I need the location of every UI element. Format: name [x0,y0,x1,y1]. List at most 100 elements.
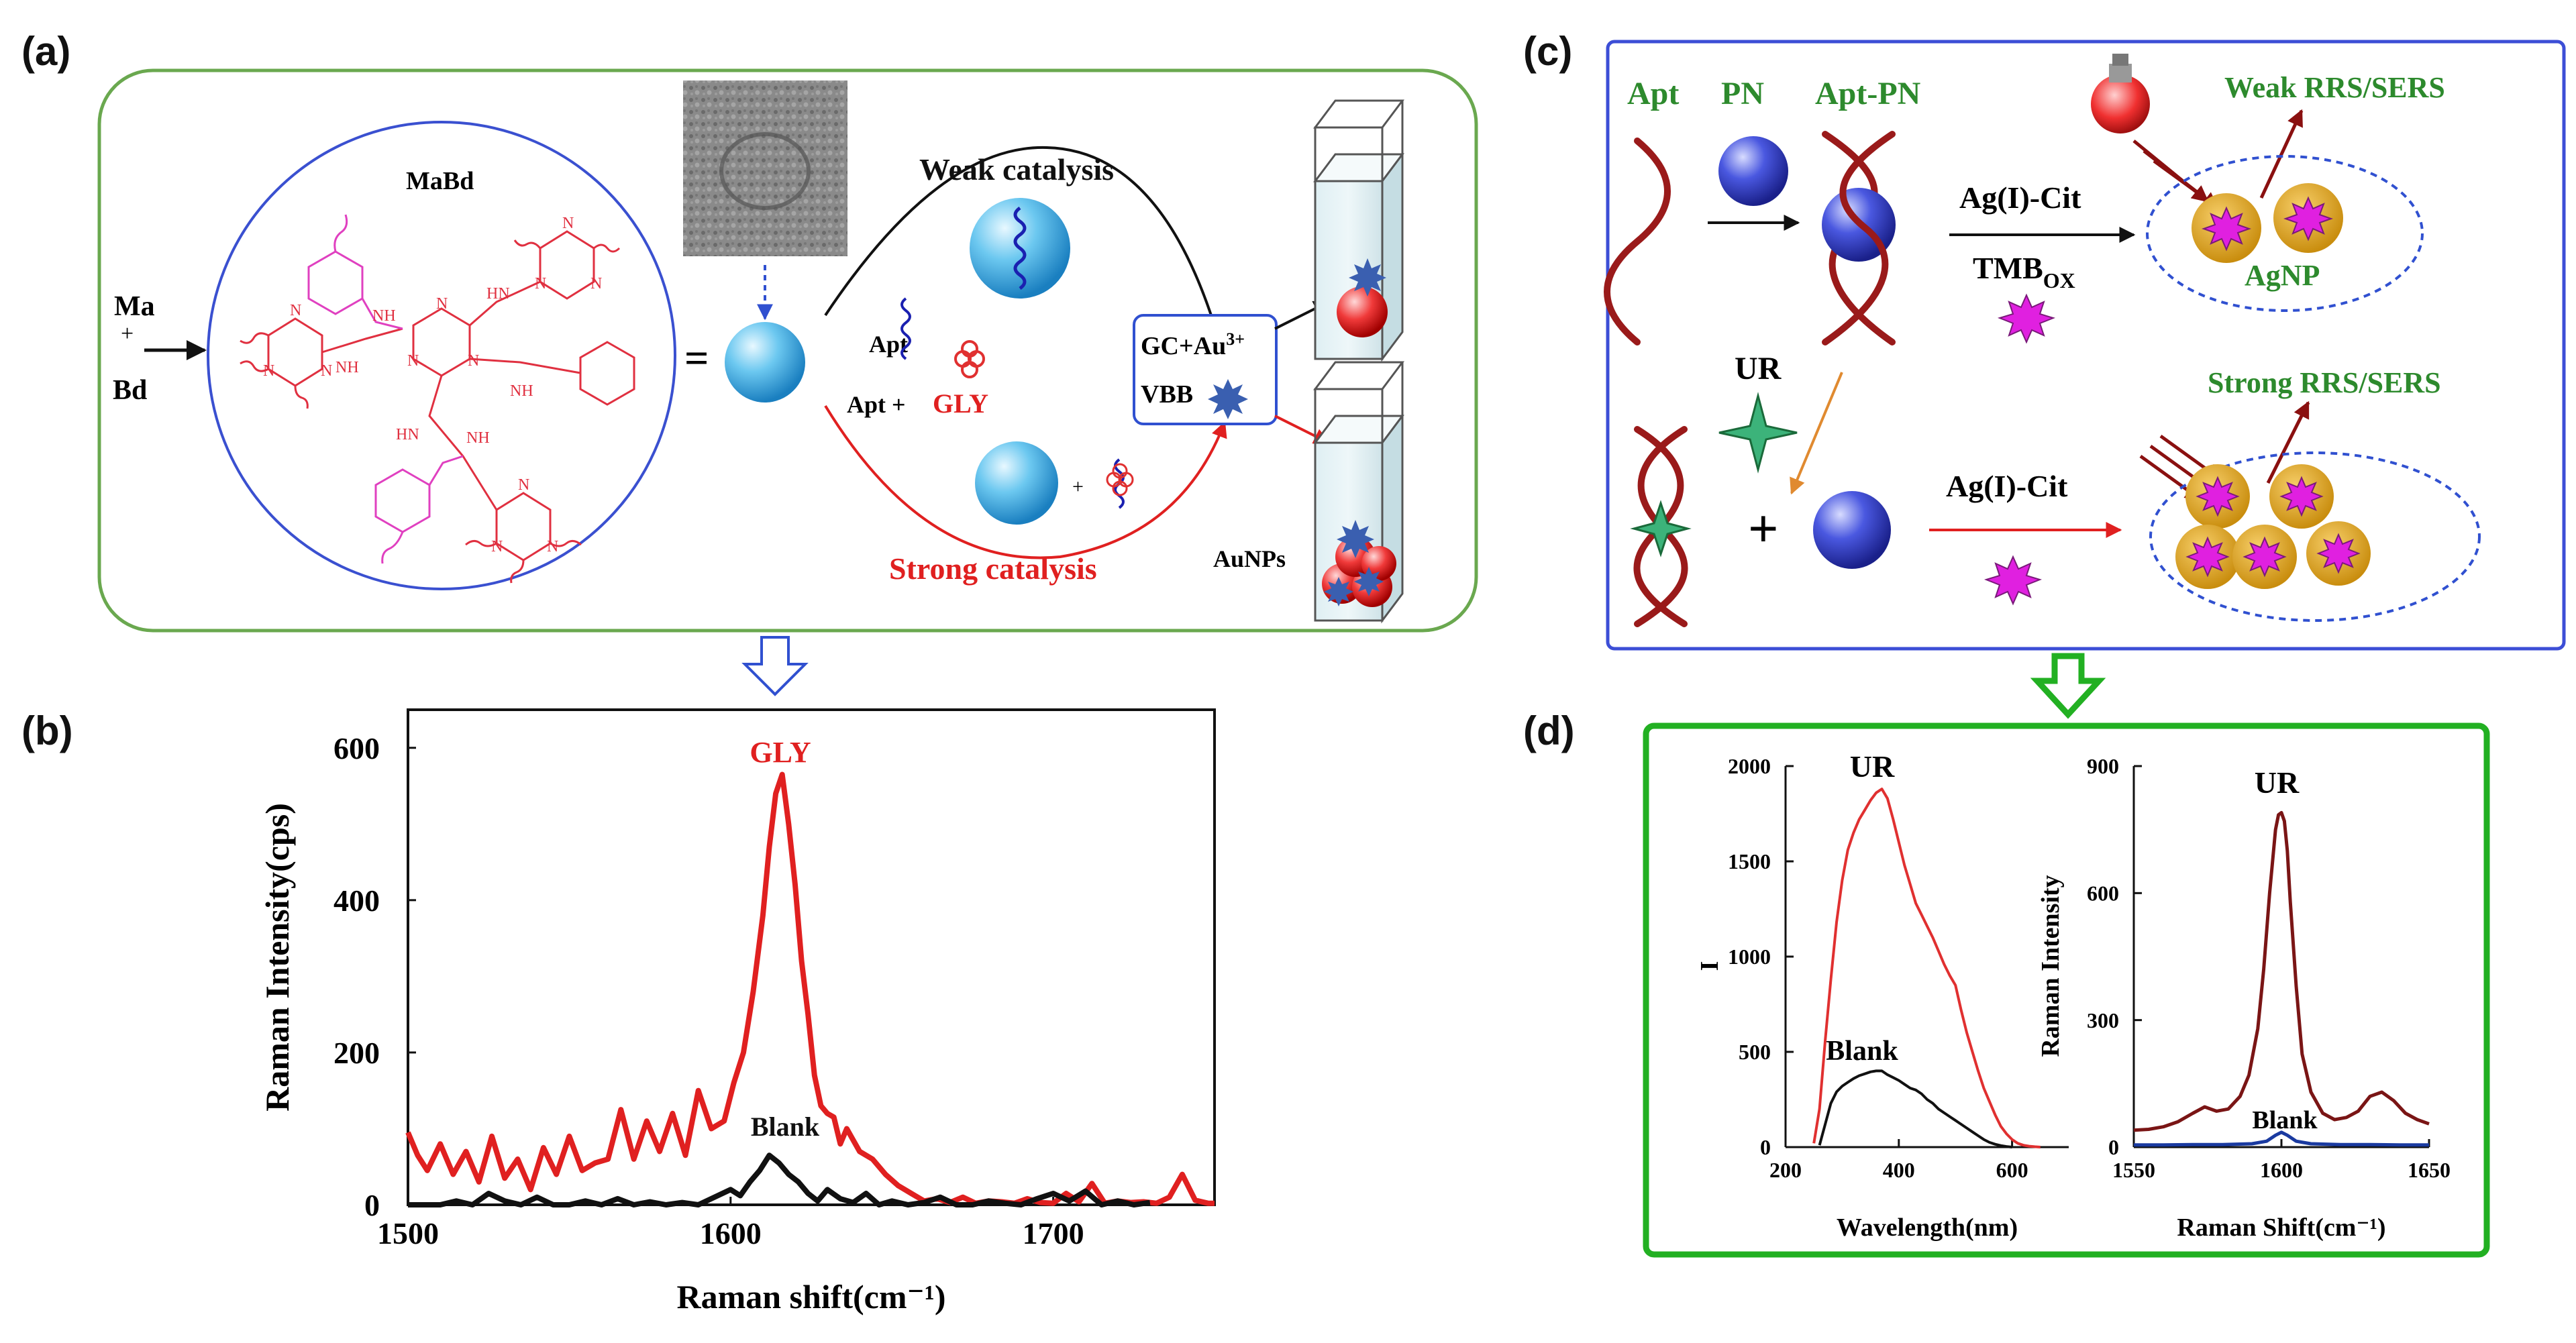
chart-d-right-blank-annotation: Blank [2252,1106,2318,1134]
chart-d-right-ticks: 1550 1600 1650 0 300 600 900 [2087,754,2451,1182]
svg-text:NH: NH [466,429,490,447]
apt-plus-label: Apt + [847,391,906,418]
weak-catalysis-arc [824,146,1240,405]
equals-sign: = [684,334,709,382]
svg-text:N: N [547,538,558,555]
vbb-star-icon [1208,379,1248,419]
chart-d-left-x-axis-title: Wavelength(nm) [1837,1214,2018,1242]
tmb-label: TMBOX [1973,251,2075,292]
y-tick-label: 0 [1760,1135,1771,1159]
svg-text:NH: NH [336,359,359,376]
series-line-blank [1818,1069,2012,1148]
agnp-weak-ellipse [2146,155,2424,312]
y-tick-label: 1000 [1728,945,1771,969]
pn-sphere-free [1813,491,1891,569]
svg-text:N: N [321,362,332,380]
mabd-structure-circle [207,121,676,590]
svg-text:N: N [263,362,274,380]
ur-label: UR [1735,351,1782,386]
y-tick-label: 0 [2108,1135,2119,1159]
tmb-on-agnp-icon [2283,196,2334,241]
y-tick-label: 400 [333,883,380,918]
apt-pn-title: Apt-PN [1815,76,1921,111]
svg-text:N: N [491,538,503,555]
chart-d-left-ur-annotation: UR [1850,749,1895,784]
apt-ur-complex [1630,426,1692,627]
series-line-ur [2133,810,2430,1132]
panel-c-label: (c) [1523,29,1573,74]
panel-a-label: (a) [21,29,71,74]
x-tick-label: 1550 [2112,1158,2155,1182]
scattered-light-strong [2266,400,2310,484]
chart-d-right-x-axis-title: Raman Shift(cm⁻¹) [2177,1214,2385,1242]
svg-text:N: N [590,275,602,292]
chart-b-x-axis-title: Raman shift(cm⁻¹) [676,1278,945,1315]
series-line-blank [408,1152,1151,1207]
chart-d-left-blank-annotation: Blank [1826,1036,1898,1067]
series-line-gly [405,771,1215,1206]
series-line-ur [1812,788,2041,1148]
x-tick-label: 1600 [700,1216,762,1250]
down-arrow-a-to-b [741,636,809,696]
mabd-nanoparticle [725,322,805,402]
weak-catalysis-label: Weak catalysis [919,152,1114,186]
arrow-ur-to-complex [1790,372,1843,495]
pn-sphere [1718,136,1788,206]
x-tick-label: 400 [1883,1158,1915,1182]
svg-text:N: N [535,275,546,292]
chart-d-right: 1550 1600 1650 0 300 600 900 Raman Shift(cm⁻¹)… [2037,754,2451,1242]
strong-nanoparticle [975,441,1058,525]
gly-label: GLY [933,388,988,419]
svg-text:NH: NH [510,382,533,400]
chart-d-right-y-axis-title: Raman Intensity [2037,875,2065,1057]
chart-d-right-series [2133,810,2430,1147]
apt-pn-complex [1822,131,1896,345]
svg-text:N: N [562,215,574,232]
agnp-strong-ellipse [2149,451,2481,622]
gc-au-label: GC+Au3+ [1141,329,1245,360]
chart-d-left-y-axis-title: I [1696,961,1724,971]
x-tick-label: 600 [1996,1158,2028,1182]
aunps-label: AuNPs [1213,545,1286,572]
svg-text:N: N [290,302,301,319]
plus-sign-c: + [1748,500,1779,559]
y-tick-label: 600 [2087,881,2119,906]
tmb-on-agnp-icon [2201,206,2252,252]
panel-d-frame [1643,722,2490,1258]
ag-cit-top-label: Ag(I)-Cit [1959,180,2081,215]
bd-label: Bd [113,375,147,406]
y-tick-label: 500 [1739,1040,1771,1064]
mabd-atom-labels: NH NH HN NH HN NH N N N N N N N N N N N … [263,215,602,555]
x-tick-label: 1650 [2408,1158,2451,1182]
x-tick-label: 1600 [2260,1158,2303,1182]
aptamer-icon [900,297,911,360]
weak-rrs-label: Weak RRS/SERS [2224,71,2445,104]
ur-star-icon [1718,392,1798,474]
pn-title: PN [1721,76,1764,111]
svg-text:N: N [436,295,448,313]
aptamer-helix-icon [1604,138,1671,345]
y-tick-label: 200 [333,1036,380,1070]
y-tick-label: 300 [2087,1008,2119,1032]
down-arrow-c-to-d [2030,653,2106,719]
panel-c: Apt PN Apt-PN Ag(I)-Cit TMBOX [1604,40,2566,651]
vbb-label: VBB [1141,380,1193,409]
ma-label: Ma [114,291,155,322]
y-tick-label: 2000 [1728,754,1771,778]
ma-bd-plus: + [121,321,134,346]
chart-d-right-ur-annotation: UR [2255,765,2300,800]
chart-b-blank-annotation: Blank [751,1112,820,1142]
y-tick-label: 900 [2087,754,2119,778]
cuvette-strong [1313,361,1404,624]
tem-particle [719,132,811,210]
chart-b-gly-annotation: GLY [750,736,811,769]
chart-b-plot-area [407,708,1216,1206]
svg-text:N: N [407,352,419,370]
mabd-label: MaBd [406,167,474,195]
x-tick-label: 1700 [1023,1216,1084,1250]
